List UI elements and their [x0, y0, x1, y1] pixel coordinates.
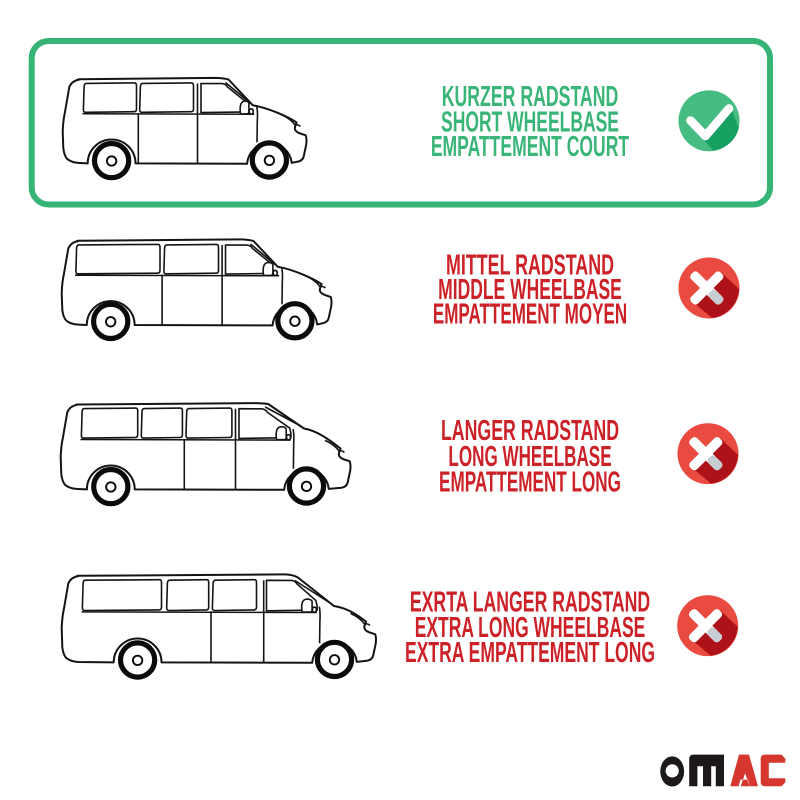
svg-text:EMPATTEMENT MOYEN: EMPATTEMENT MOYEN [433, 299, 627, 331]
svg-text:EXRTA LANGER RADSTAND: EXRTA LANGER RADSTAND [410, 587, 650, 619]
svg-text:MIDDLE WHEELBASE: MIDDLE WHEELBASE [438, 274, 622, 306]
svg-text:MITTEL RADSTAND: MITTEL RADSTAND [446, 250, 614, 282]
svg-text:EMPATTEMENT LONG: EMPATTEMENT LONG [439, 467, 621, 499]
svg-text:SHORT WHEELBASE: SHORT WHEELBASE [441, 106, 619, 138]
svg-text:EMPATTEMENT COURT: EMPATTEMENT COURT [431, 131, 629, 163]
svg-text:LONG WHEELBASE: LONG WHEELBASE [448, 441, 611, 473]
svg-text:EXTRA EMPATTEMENT LONG: EXTRA EMPATTEMENT LONG [405, 637, 655, 669]
svg-text:KURZER RADSTAND: KURZER RADSTAND [442, 81, 619, 113]
svg-text:LANGER RADSTAND: LANGER RADSTAND [441, 415, 619, 447]
svg-text:EXTRA LONG WHEELBASE: EXTRA LONG WHEELBASE [415, 612, 646, 644]
